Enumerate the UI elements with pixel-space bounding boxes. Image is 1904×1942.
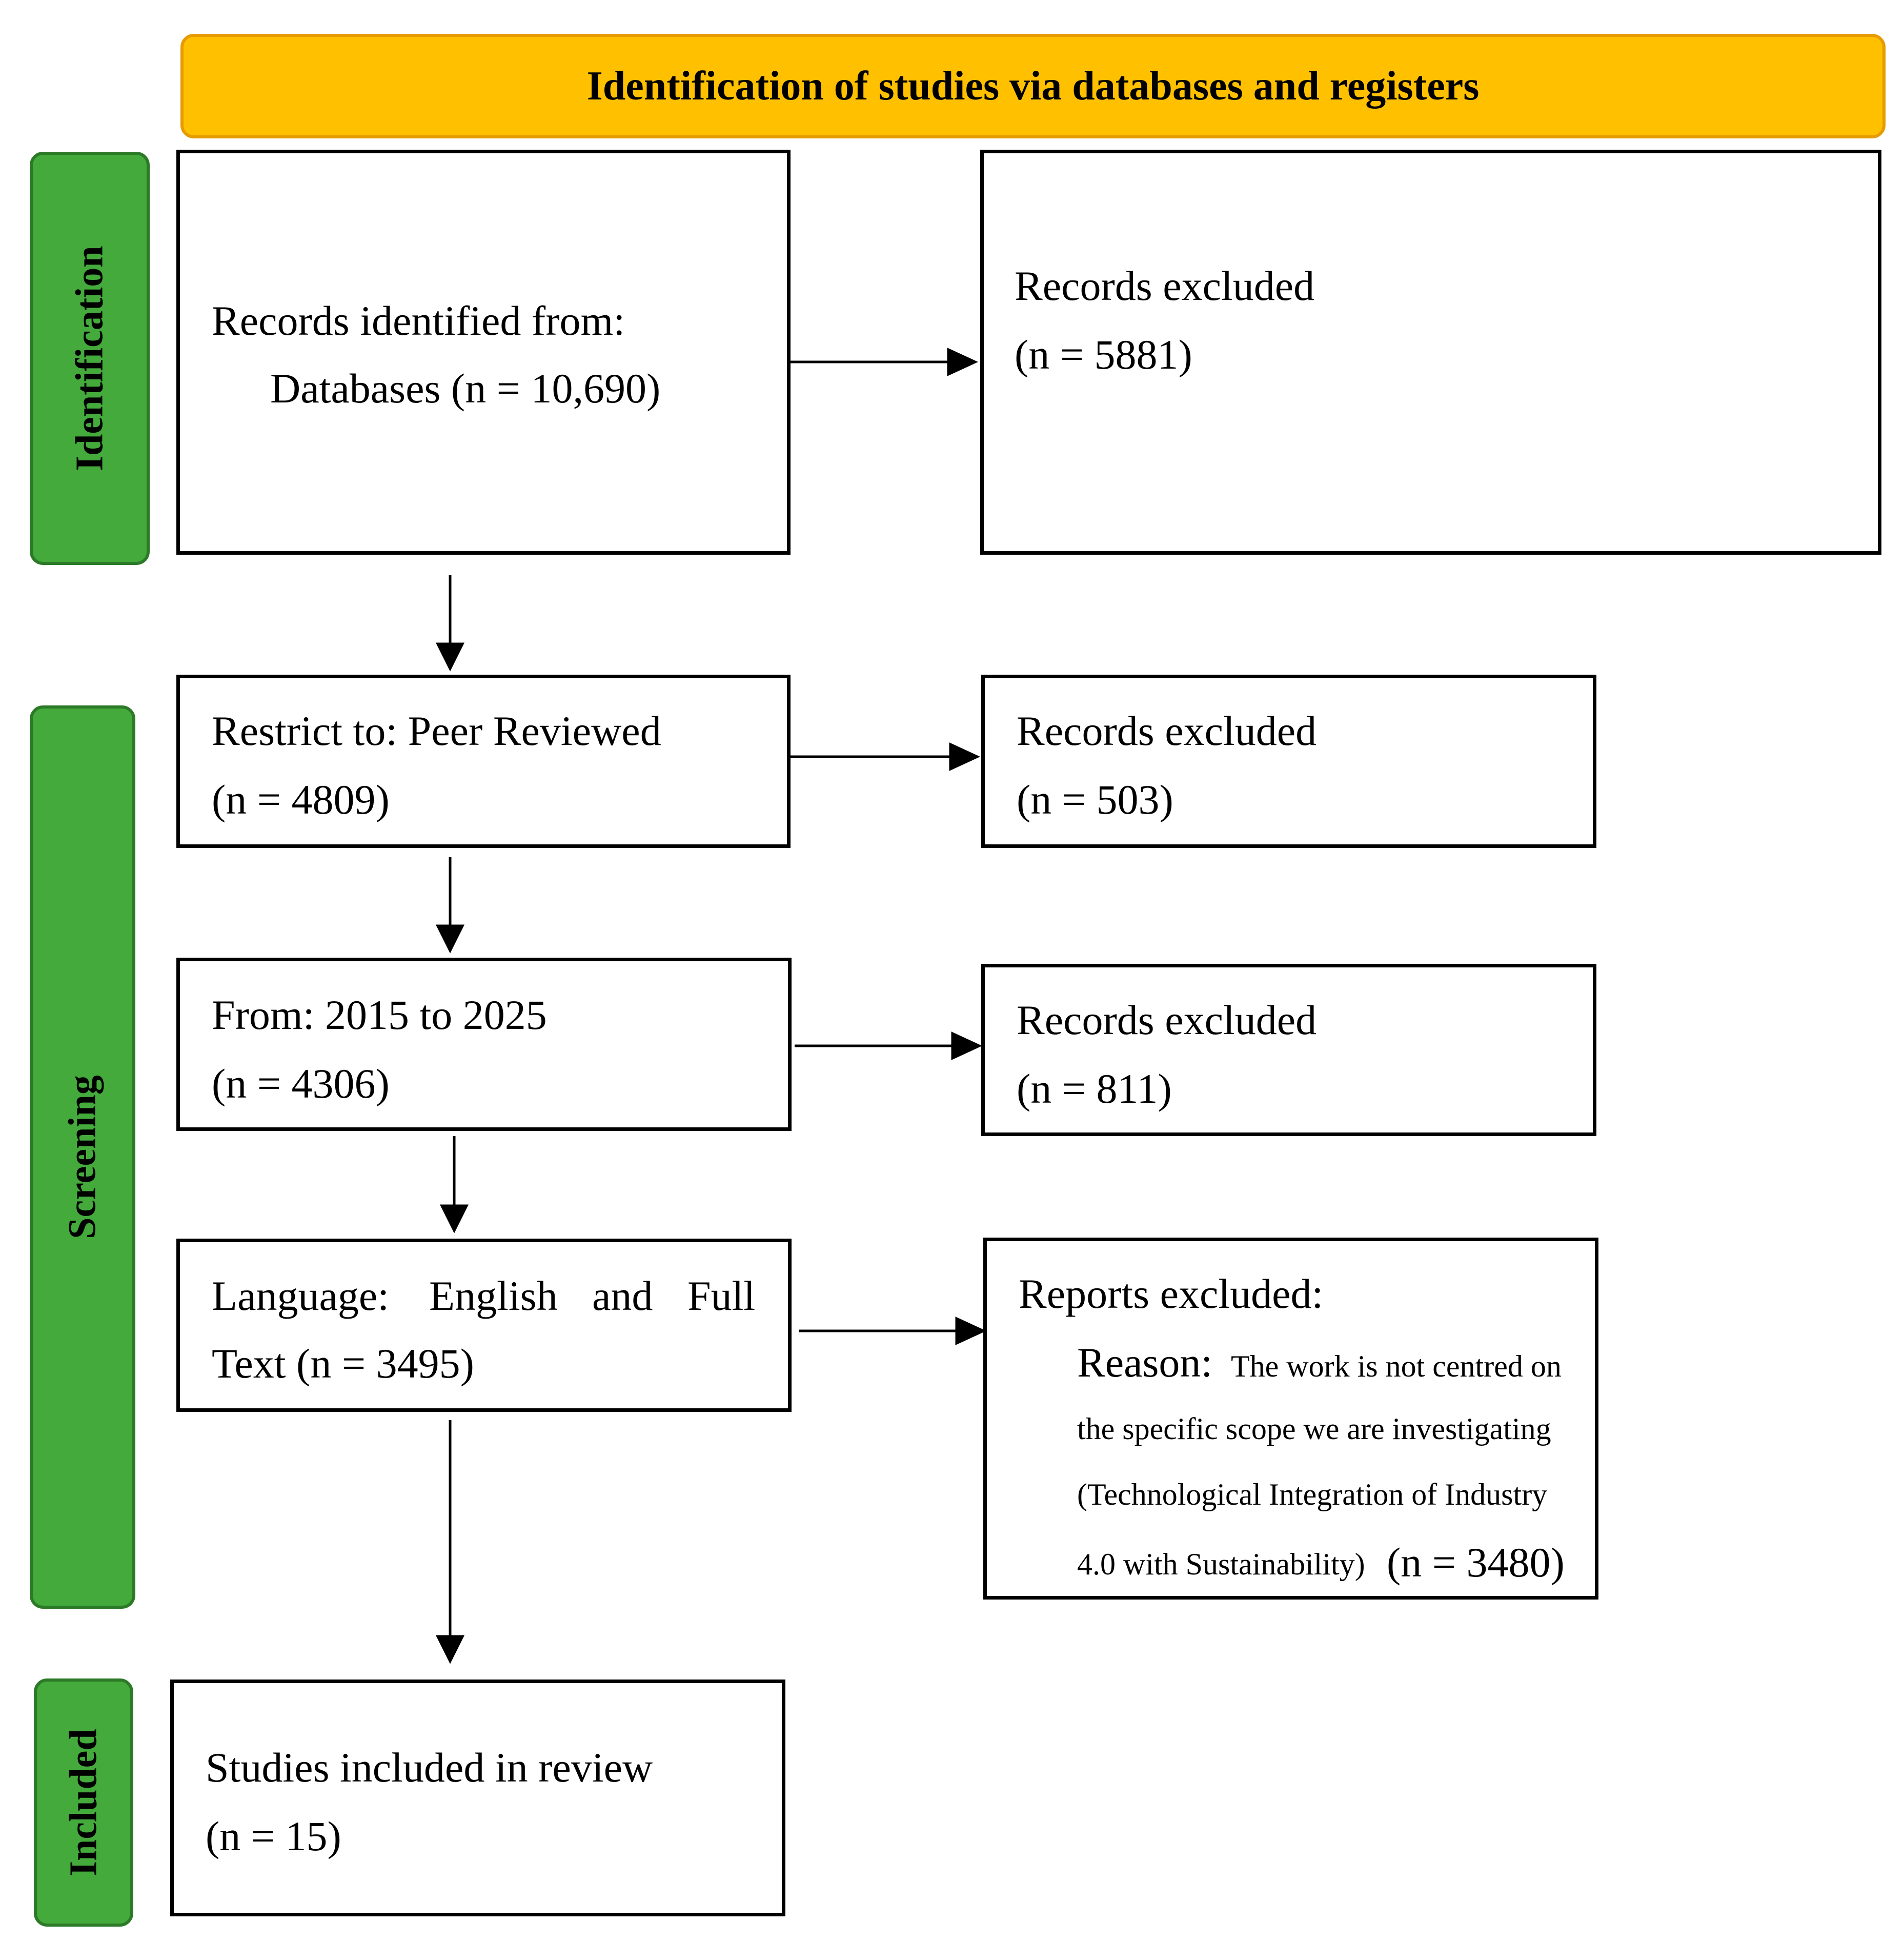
reports-excluded-reason-label: Reason: [1077, 1339, 1213, 1386]
reports-excluded-reason-3: (Technological Integration of Industry [1077, 1478, 1548, 1511]
header-title: Identification of studies via databases … [586, 63, 1480, 109]
records-identified-box: Records identified from: Databases (n = … [176, 150, 791, 555]
included-count: (n = 15) [206, 1813, 341, 1859]
records-excluded-box-3: Records excluded (n = 811) [981, 964, 1596, 1136]
arrowhead-8 [435, 1635, 465, 1664]
records-excluded-title-3: Records excluded [1017, 997, 1317, 1043]
records-excluded-title-2: Records excluded [1017, 707, 1317, 754]
arrowhead-2 [949, 742, 980, 771]
date-range-count: (n = 4306) [212, 1060, 390, 1107]
arrowhead-6 [435, 924, 465, 954]
language-word-4: Full [687, 1272, 756, 1319]
language-word-3: and [592, 1272, 653, 1319]
date-range-box: From: 2015 to 2025 (n = 4306) [176, 958, 792, 1131]
reports-excluded-title: Reports excluded: [1019, 1270, 1324, 1317]
records-excluded-box-2: Records excluded (n = 503) [981, 675, 1596, 848]
records-excluded-count-1: (n = 5881) [1015, 331, 1192, 378]
language-word-1: Language: [212, 1272, 390, 1319]
peer-reviewed-count: (n = 4809) [212, 776, 390, 823]
phase-identification: Identification [30, 152, 150, 565]
records-excluded-title-1: Records excluded [1015, 262, 1315, 309]
records-excluded-box-1: Records excluded (n = 5881) [980, 150, 1881, 555]
language-word-2: English [429, 1272, 558, 1319]
records-identified-databases: Databases (n = 10,690) [270, 365, 661, 412]
reports-excluded-reason-1: The work is not centred on [1231, 1349, 1562, 1383]
arrowhead-4 [955, 1317, 986, 1345]
reports-excluded-reason-4: 4.0 with Sustainability) [1077, 1547, 1365, 1581]
arrowhead-3 [951, 1031, 982, 1060]
records-excluded-count-3: (n = 811) [1017, 1065, 1172, 1112]
date-range-title: From: 2015 to 2025 [212, 992, 547, 1038]
arrowhead-5 [435, 642, 465, 672]
language-box: Language: English and Full Text (n = 349… [176, 1239, 792, 1412]
reports-excluded-reason-2: the specific scope we are investigating [1077, 1412, 1551, 1446]
phase-included: Included [34, 1678, 133, 1927]
phase-screening: Screening [30, 705, 135, 1609]
records-excluded-count-2: (n = 503) [1017, 776, 1173, 823]
records-identified-title: Records identified from: [212, 297, 625, 344]
reports-excluded-count: (n = 3480) [1387, 1539, 1565, 1586]
included-title: Studies included in review [206, 1744, 653, 1791]
peer-reviewed-title: Restrict to: Peer Reviewed [212, 707, 661, 754]
language-count: Text (n = 3495) [212, 1340, 474, 1387]
arrowhead-1 [947, 348, 978, 376]
included-box: Studies included in review (n = 15) [170, 1680, 785, 1916]
reports-excluded-box: Reports excluded: Reason: The work is no… [983, 1238, 1598, 1600]
arrowhead-7 [439, 1204, 469, 1233]
peer-reviewed-box: Restrict to: Peer Reviewed (n = 4809) [176, 675, 791, 848]
header-bar: Identification of studies via databases … [180, 34, 1886, 138]
